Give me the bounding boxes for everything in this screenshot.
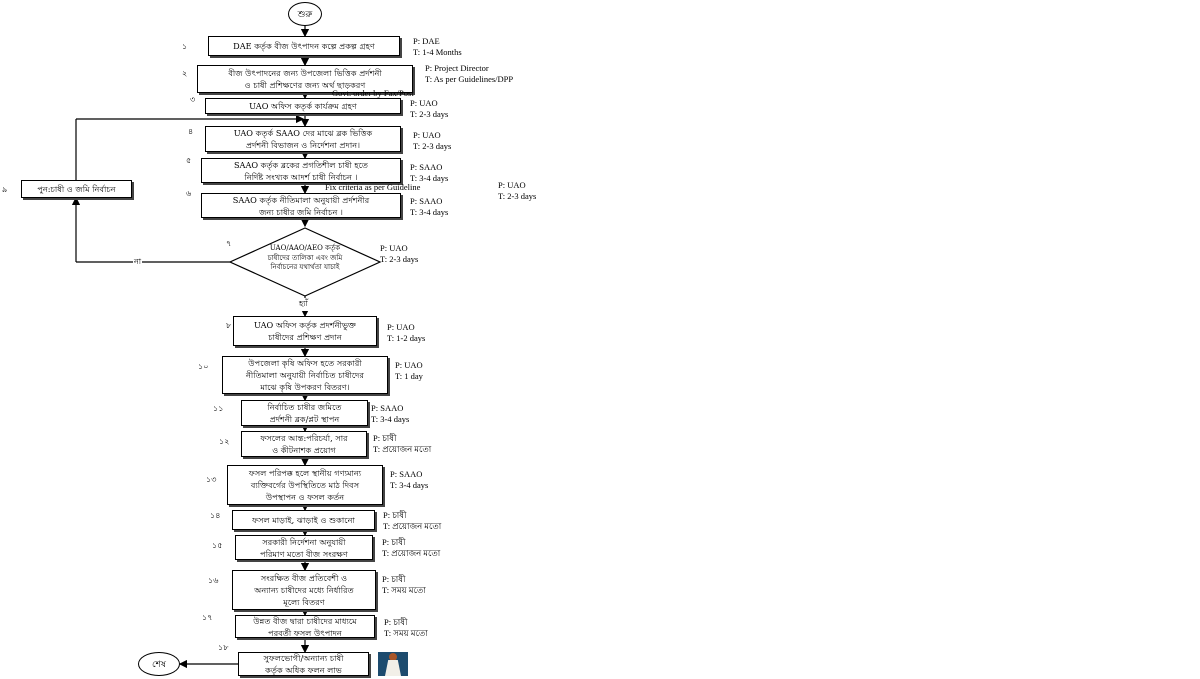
decision-text: UAO/AAO/AEO কর্তৃক চাষীদের তালিকা এবং জম…	[267, 244, 343, 271]
step-text: উপজেলা কৃষি অফিস হতে সরকারী নীতিমালা অনু…	[246, 358, 364, 392]
govt-order-annotation: Govt. order by Fax/Post	[332, 88, 414, 98]
person-head	[389, 653, 397, 661]
step-number: ৬	[186, 189, 192, 198]
step-text: SAAO কর্তৃক নীতিমালা অনুযায়ী প্রর্দশনীর…	[232, 194, 370, 217]
end-label: শেষ	[152, 659, 166, 670]
step-text: ফসলের আন্ত:পরিচর্যা, সার ও কীটনাশক প্রয়…	[260, 433, 348, 455]
step-number: ১৪	[210, 511, 221, 520]
step-note: P: SAAO T: 3-4 days	[371, 403, 410, 424]
step-note: P: চাষী T: সময় মতো	[384, 617, 428, 638]
step-number: ৫	[186, 156, 192, 165]
step-number: ১১	[213, 404, 224, 413]
process-box-11: নির্বাচিত চাষীর জমিতে প্রর্দশনী ব্লক/প্ল…	[241, 400, 368, 426]
step-number: ৮	[226, 321, 232, 330]
step-text: DAE কর্তৃক বীজ উৎপাদন কল্পে প্রকল্প গ্রহ…	[233, 41, 375, 51]
fix-criteria-annotation: Fix criteria as per Guideline	[325, 182, 421, 192]
step-text: সরকারী নির্দেশনা অনুযায়ী পরিমাণ মতো বীজ…	[260, 536, 348, 559]
process-box-4: UAO কতৃর্ক SAAO দের মাঝে ব্লক ভিত্তিক প্…	[205, 126, 401, 152]
person-body	[385, 660, 401, 676]
step-text: SAAO কর্তৃক ব্লকের প্রগতিশীল চাষী হতে নি…	[233, 159, 369, 182]
step-note: P: UAO T: 2-3 days	[413, 130, 452, 151]
step-number: ১৬	[208, 576, 219, 585]
step-text: UAO অফিস কতৃর্ক কার্যক্রম গ্রহণ	[249, 101, 357, 111]
step-number: ৩	[190, 95, 196, 104]
step-text: নির্বাচিত চাষীর জমিতে প্রর্দশনী ব্লক/প্ল…	[267, 402, 342, 424]
process-box-17: উন্নত বীজ দ্বারা চাষীদের মাধ্যমে পরবর্তী…	[235, 615, 375, 638]
step-note: P: চাষী T: প্রয়োজন মতো	[373, 433, 432, 454]
step-text: সুফলভোগী/অন্যান্য চাষী কর্তৃক অধিক ফলন ল…	[263, 653, 344, 675]
step-text: ফসল মাড়াই, ঝাড়াই ও শুকানো	[252, 515, 355, 525]
step-note-9: P: UAO T: 2-3 days	[498, 180, 537, 201]
step-number: ১২	[219, 437, 230, 446]
step-note: P: Project Director T: As per Guidelines…	[425, 63, 514, 84]
process-box-6: SAAO কর্তৃক নীতিমালা অনুযায়ী প্রর্দশনীর…	[201, 193, 401, 218]
process-box-16: সংরক্ষিত বীজ প্রতিবেশী ও অন্যান্য চাষীদে…	[232, 570, 376, 610]
process-box-15: সরকারী নির্দেশনা অনুযায়ী পরিমাণ মতো বীজ…	[235, 535, 373, 560]
step-number: ৭	[226, 239, 232, 248]
start-label: শুরু	[297, 9, 313, 20]
process-box-10: উপজেলা কৃষি অফিস হতে সরকারী নীতিমালা অনু…	[222, 356, 388, 394]
yes-label: হ্যাঁ	[298, 298, 309, 311]
step-text: বীজ উৎপাদনের জন্য উপজেলা ভিত্তিক প্রর্দশ…	[228, 68, 382, 90]
step-text: সংরক্ষিত বীজ প্রতিবেশী ও অন্যান্য চাষীদে…	[254, 573, 354, 607]
step-number: ৯	[2, 185, 8, 194]
process-box-8: UAO অফিস কর্তৃক প্রদর্শনীভুক্ত চাষীদের প…	[233, 316, 377, 346]
end-terminal: শেষ	[138, 652, 180, 676]
step-number: ১	[182, 42, 188, 51]
process-box-14: ফসল মাড়াই, ঝাড়াই ও শুকানো	[232, 510, 375, 530]
step-number: ১৫	[212, 541, 223, 550]
process-box-1: DAE কর্তৃক বীজ উৎপাদন কল্পে প্রকল্প গ্রহ…	[208, 36, 400, 56]
step-note: P: DAE T: 1-4 Months	[413, 36, 462, 57]
process-box-3: UAO অফিস কতৃর্ক কার্যক্রম গ্রহণ	[205, 98, 401, 114]
step-number: ১৭	[202, 613, 213, 622]
process-box-13: ফসল পরিপক্ক হলে স্থানীয় গণ্যমান্য ব্যক্…	[227, 465, 383, 505]
step-text: উন্নত বীজ দ্বারা চাষীদের মাধ্যমে পরবর্তী…	[253, 615, 357, 638]
process-box-9: পুন:চাষী ও জমি নির্বাচন	[21, 180, 132, 198]
step-note: P: UAO T: 1 day	[395, 360, 423, 381]
step-note: P: SAAO T: 3-4 days	[410, 162, 449, 183]
process-box-12: ফসলের আন্ত:পরিচর্যা, সার ও কীটনাশক প্রয়…	[241, 431, 367, 457]
step-note: P: চাষী T: প্রয়োজন মতো	[382, 537, 441, 558]
step-number: ১৩	[206, 475, 217, 484]
no-label: না	[133, 256, 143, 269]
step-number: ২	[182, 69, 188, 78]
step-note: P: চাষী T: প্রয়োজন মতো	[383, 510, 442, 531]
step-text: পুন:চাষী ও জমি নির্বাচন	[37, 184, 116, 194]
step-note: P: UAO T: 2-3 days	[380, 243, 419, 264]
process-box-5: SAAO কর্তৃক ব্লকের প্রগতিশীল চাষী হতে নি…	[201, 158, 401, 183]
step-text: UAO অফিস কর্তৃক প্রদর্শনীভুক্ত চাষীদের প…	[253, 320, 357, 342]
start-terminal: শুরু	[288, 2, 322, 26]
farmer-person-icon	[378, 652, 408, 676]
process-box-2: বীজ উৎপাদনের জন্য উপজেলা ভিত্তিক প্রর্দশ…	[197, 65, 413, 93]
step-note: P: UAO T: 2-3 days	[410, 98, 449, 119]
process-box-18: সুফলভোগী/অন্যান্য চাষী কর্তৃক অধিক ফলন ল…	[238, 652, 369, 676]
step-text: ফসল পরিপক্ক হলে স্থানীয় গণ্যমান্য ব্যক্…	[248, 468, 362, 502]
step-note: P: SAAO T: 3-4 days	[390, 469, 429, 490]
step-note: P: SAAO T: 3-4 days	[410, 196, 449, 217]
step-note: P: চাষী T: সময় মতো	[382, 574, 426, 595]
step-number: ১০	[198, 362, 209, 371]
step-number: ৪	[188, 127, 194, 136]
step-text: UAO কতৃর্ক SAAO দের মাঝে ব্লক ভিত্তিক প্…	[233, 128, 373, 150]
step-note: P: UAO T: 1-2 days	[387, 322, 426, 343]
step-number: ১৮	[218, 643, 229, 652]
